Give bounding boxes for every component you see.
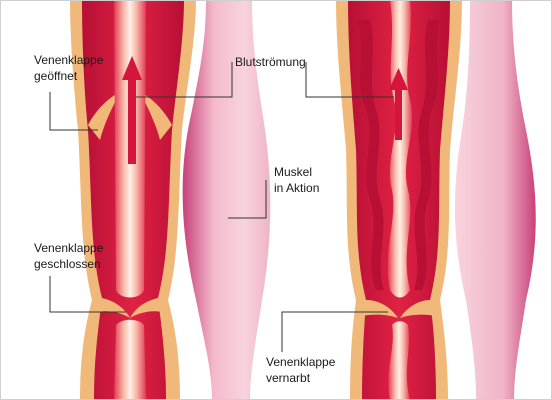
label-valve-closed-line1: Venenklappe: [34, 240, 103, 256]
label-valve-open-line2: geöffnet: [34, 68, 103, 84]
label-muscle-line1: Muskel: [274, 164, 319, 180]
label-muscle-line2: in Aktion: [274, 180, 319, 196]
label-blood-flow-text: Blutströmung: [235, 54, 306, 70]
label-valve-scarred-line1: Venenklappe: [266, 354, 335, 370]
label-valve-scarred-line2: vernarbt: [266, 370, 335, 386]
label-muscle: Muskel in Aktion: [274, 164, 319, 196]
label-valve-closed-line2: geschlossen: [34, 256, 103, 272]
label-valve-scarred: Venenklappe vernarbt: [266, 354, 335, 386]
diseased-vein: [336, 0, 462, 400]
label-valve-closed: Venenklappe geschlossen: [34, 240, 103, 272]
label-valve-open: Venenklappe geöffnet: [34, 52, 103, 84]
label-blood-flow: Blutströmung: [235, 54, 306, 70]
healthy-vein-lumen-lower: [114, 320, 146, 400]
label-valve-open-line1: Venenklappe: [34, 52, 103, 68]
muscle-right: [455, 0, 536, 400]
